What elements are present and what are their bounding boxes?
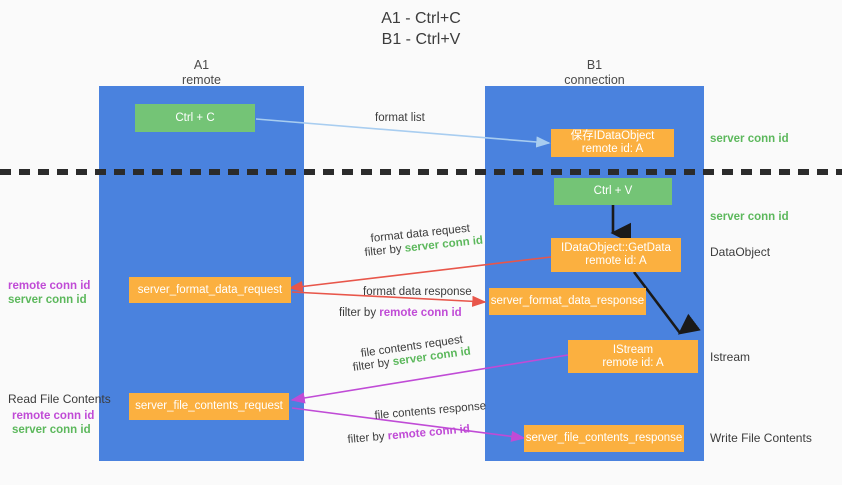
annotation-format-data-response: format data response <box>363 286 472 298</box>
filter-by-label: filter by <box>347 430 389 446</box>
box-ctrl-c[interactable]: Ctrl + C <box>135 104 255 132</box>
arrow-file-contents-request <box>290 354 569 404</box>
box-ctrl-v[interactable]: Ctrl + V <box>554 178 672 205</box>
box-istream[interactable]: IStream remote id: A <box>568 340 698 373</box>
left-label-remote-conn-id-1: remote conn id <box>8 280 91 292</box>
box-server-file-contents-request[interactable]: server_file_contents_request <box>129 393 289 420</box>
arrow-format-data-request <box>288 256 552 293</box>
left-label-remote-conn-id-2: remote conn id <box>12 410 95 422</box>
arrow-getdata-to-istream <box>632 271 701 335</box>
box-server-file-contents-response[interactable]: server_file_contents_response <box>524 425 684 452</box>
side-label-istream: Istream <box>710 350 751 364</box>
box-server-format-data-request[interactable]: server_format_data_request <box>129 277 291 303</box>
arrow-format-list <box>255 118 551 148</box>
page-title: A1 - Ctrl+C B1 - Ctrl+V <box>381 10 461 48</box>
box-server-format-data-response[interactable]: server_format_data_response <box>489 288 646 315</box>
annotation-format-data-response-filter: filter by remote conn id <box>339 306 462 320</box>
side-label-server-conn-id-top: server conn id <box>710 133 789 145</box>
left-label-read-file-contents: Read File Contents <box>8 392 111 406</box>
arrow-format-data-response <box>291 291 487 307</box>
column-header-b1: B1 connection <box>564 58 625 87</box>
left-label-server-conn-id-2: server conn id <box>12 424 91 436</box>
column-header-a1: A1 remote <box>182 58 221 87</box>
side-label-dataobject: DataObject <box>710 245 771 259</box>
box-idataobject-getdata[interactable]: IDataObject::GetData remote id: A <box>551 238 681 272</box>
side-label-server-conn-id-mid: server conn id <box>710 211 789 223</box>
side-label-write-file-contents: Write File Contents <box>710 431 812 445</box>
box-save-idataobject[interactable]: 保存IDataObject remote id: A <box>551 129 674 157</box>
phase-divider-dashed-line <box>0 169 842 175</box>
left-label-server-conn-id-1: server conn id <box>8 294 87 306</box>
annotation-format-list: format list <box>375 112 425 124</box>
filter-by-label: filter by <box>339 307 380 319</box>
arrow-file-contents-response <box>291 407 526 442</box>
remote-conn-id-token: remote conn id <box>379 307 462 319</box>
